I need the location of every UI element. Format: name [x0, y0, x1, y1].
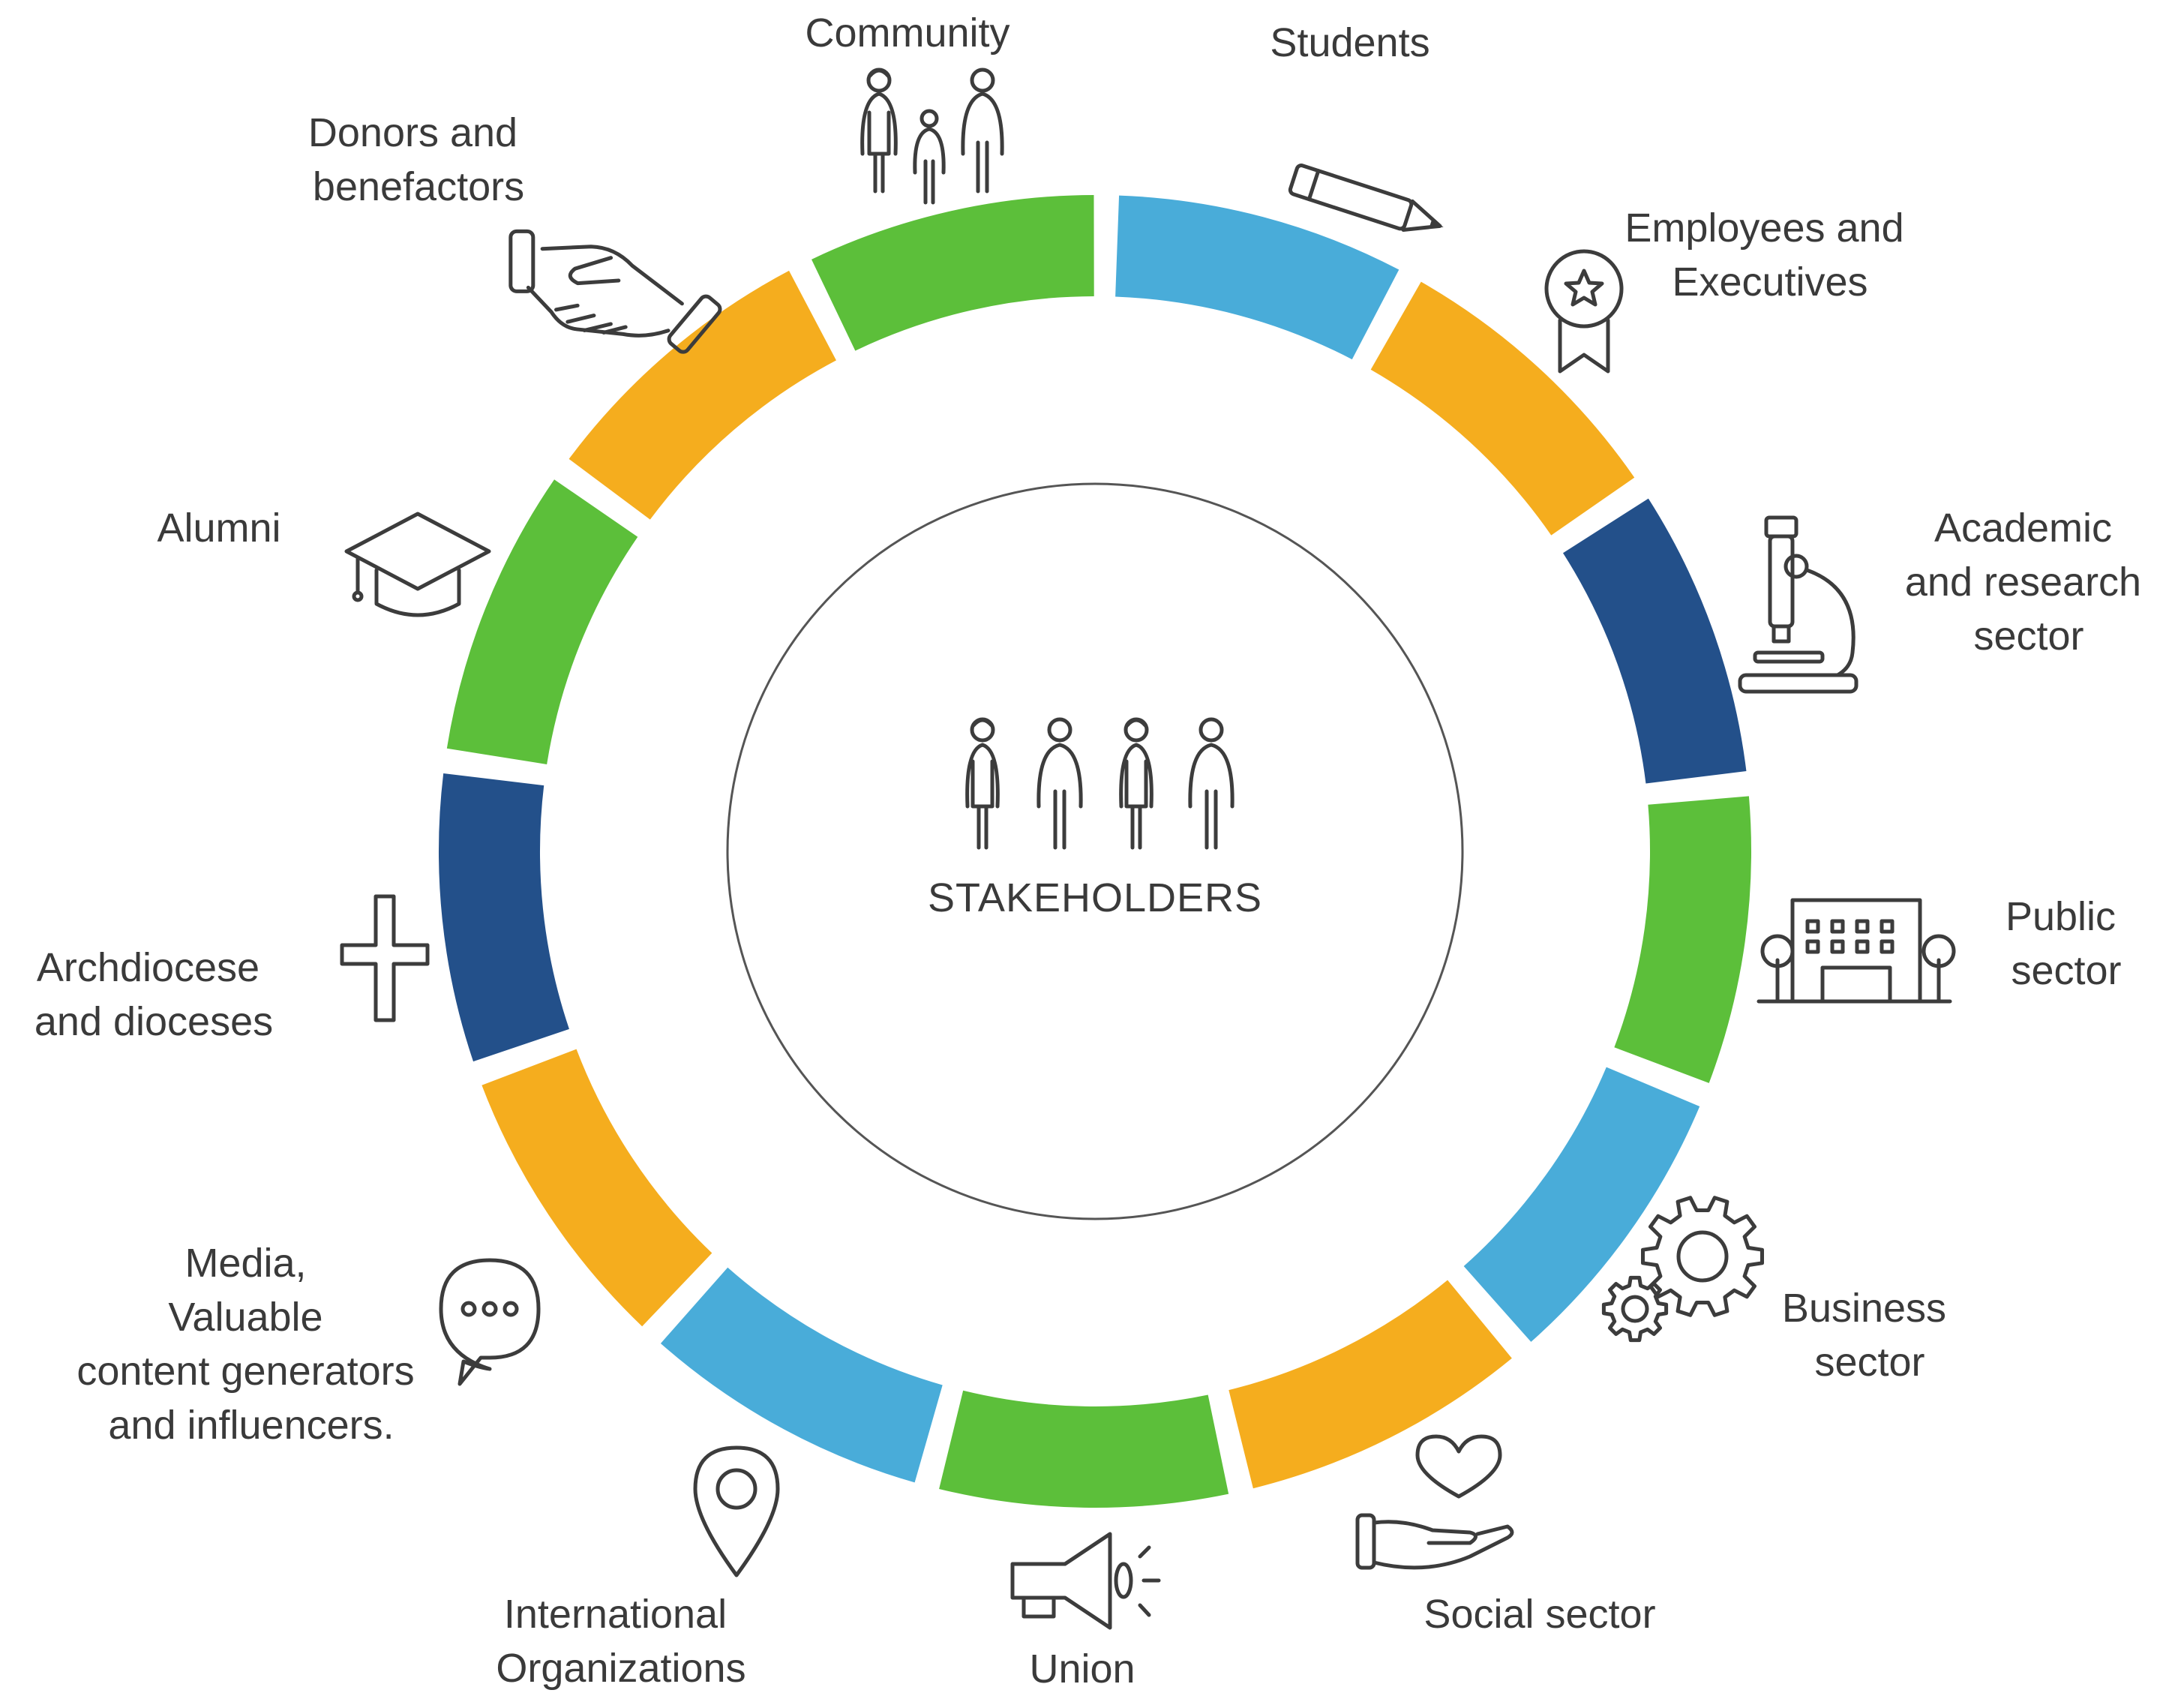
label-employees: Employees and Executives [1624, 206, 1915, 305]
ring-segment-students [1115, 195, 1400, 360]
inner-circle [726, 482, 1464, 1220]
ring-segment-employees [1370, 281, 1635, 536]
label-social: Social sector [1424, 1592, 1655, 1637]
ring-segment-public [1614, 796, 1751, 1083]
cross-icon [340, 894, 430, 1022]
megaphone-icon [1010, 1532, 1161, 1630]
ring-segment-union [939, 1390, 1229, 1508]
label-public: Public sector [2006, 894, 2127, 993]
ring-segment-social [1228, 1280, 1512, 1489]
ring-segment-international [660, 1267, 943, 1483]
label-students: Students [1270, 20, 1430, 65]
speech-bubble-icon [439, 1258, 541, 1386]
center-label: STAKEHOLDERS [928, 875, 1262, 920]
award-ribbon-icon [1544, 249, 1624, 374]
gears-icon [1601, 1196, 1764, 1343]
label-union: Union [1029, 1646, 1135, 1691]
ring-segment-media [482, 1049, 712, 1327]
building-icon [1756, 898, 1956, 1004]
ring-segment-business [1463, 1067, 1700, 1342]
ring-segment-donors [568, 270, 836, 520]
ring-segment-alumni [446, 479, 638, 764]
label-business: Business sector [1782, 1286, 1958, 1385]
pencil-icon [1288, 164, 1444, 232]
family-icon [860, 68, 1004, 205]
location-pin-icon [693, 1445, 780, 1577]
label-media: Media, Valuable content generators and i… [76, 1241, 425, 1448]
graduation-cap-icon [344, 512, 491, 617]
ring-segment-community [812, 195, 1094, 351]
handshake-icon [508, 229, 722, 354]
label-alumni: Alumni [157, 506, 280, 551]
ring-segment-archdiocese [439, 773, 569, 1062]
microscope-icon [1738, 515, 1858, 694]
stakeholder-ring [439, 195, 1751, 1508]
label-academic: Academic and research sector [1905, 506, 2152, 659]
ring-segment-academic [1563, 498, 1747, 784]
label-archdiocese: Archdiocese and dioceses [34, 945, 273, 1044]
label-donors: Donors and benefactors [308, 110, 529, 209]
label-international: International Organizations [496, 1592, 746, 1691]
label-community: Community [805, 11, 1010, 56]
group-of-people-icon [965, 717, 1234, 850]
heart-in-hand-icon [1355, 1434, 1514, 1570]
